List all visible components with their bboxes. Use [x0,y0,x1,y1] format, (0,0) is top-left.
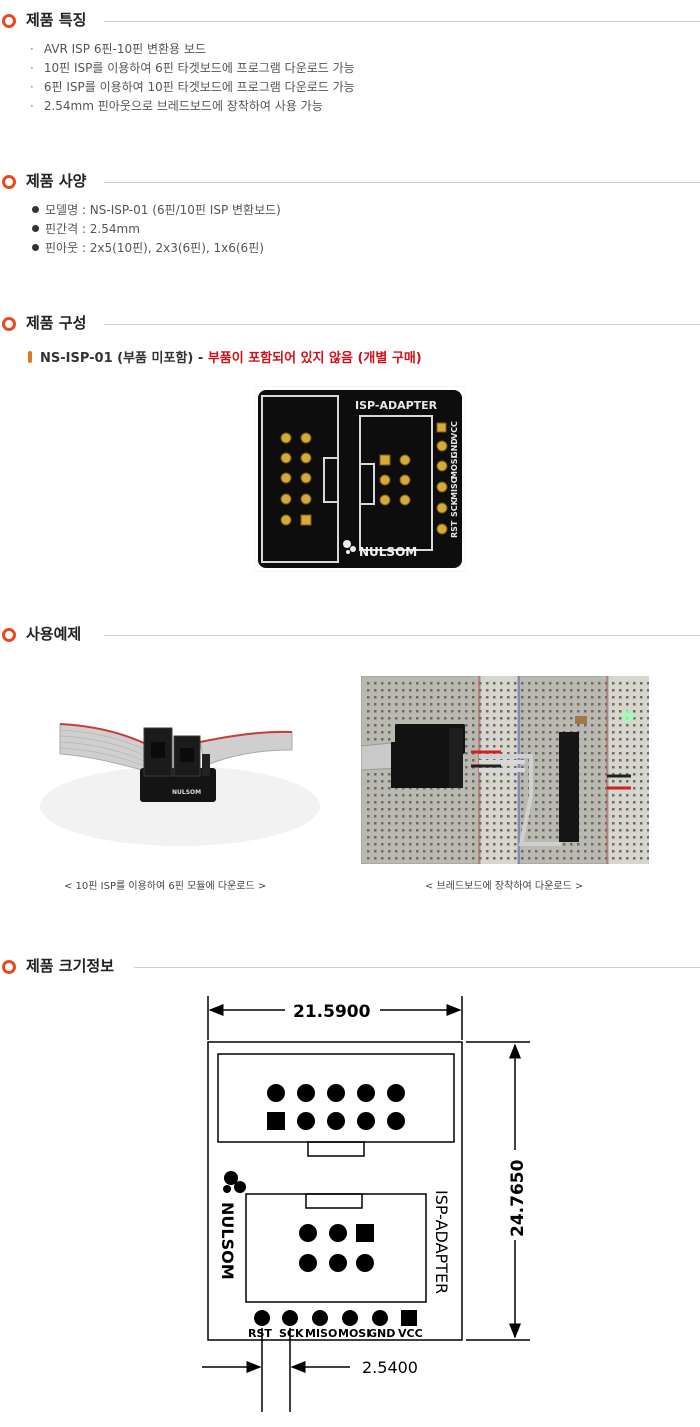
section-title: 제품 사양 [26,172,87,190]
tag-marker-icon [28,351,32,363]
section-header-features: 제품 특징 [0,9,700,33]
composition-item: NS-ISP-01 (부품 미포함) - 부품이 포함되어 있지 않음 (개별 … [28,347,422,366]
svg-text:NULSOM: NULSOM [218,1202,237,1280]
bullet-dot-icon: · [30,99,34,113]
divider [104,635,700,636]
svg-text:SCK: SCK [450,498,459,517]
specs-list: 모델명 : NS-ISP-01 (6핀/10핀 ISP 변환보드) 핀간격 : … [32,201,281,258]
svg-text:NULSOM: NULSOM [359,545,417,559]
list-item: 모델명 : NS-ISP-01 (6핀/10핀 ISP 변환보드) [32,201,281,220]
circle-bullet-icon [2,175,16,189]
divider [104,182,700,183]
divider [134,967,700,968]
section-header-specs: 제품 사양 [0,170,700,194]
bullet-dot-icon: · [30,42,34,56]
bullet-dot-icon: · [30,61,34,75]
bullet-dot-icon [32,244,39,251]
svg-text:MISO: MISO [305,1327,337,1340]
svg-text:GND: GND [368,1327,395,1340]
pin-labels: VCC GND MOSI MISO SCK RST [450,421,459,538]
circle-bullet-icon [2,628,16,642]
board-name-label: ISP-ADAPTER [355,399,438,412]
section-title: 제품 구성 [26,314,87,332]
caption-left: < 10핀 ISP를 이용하여 6핀 모듈에 다운로드 > [64,881,267,892]
list-item: · 10핀 ISP를 이용하여 6핀 타겟보드에 프로그램 다운로드 가능 [30,59,355,78]
pads-10pin [280,432,312,526]
circle-bullet-icon [2,317,16,331]
list-item: 핀아웃 : 2x5(10핀), 2x3(6핀), 1x6(6핀) [32,239,281,258]
divider [104,21,700,22]
svg-text:NULSOM: NULSOM [172,789,201,796]
height-label: 24.7650 [508,1159,528,1237]
bullet-dot-icon: · [30,80,34,94]
svg-text:MOSI: MOSI [338,1327,370,1340]
pads-6pin-drawing [299,1224,374,1272]
board-photo: ISP-ADAPTER VCC GND MOSI MISO SCK RST NU… [254,386,466,572]
pitch-label: 2.5400 [362,1358,418,1377]
pads-6pin [379,454,411,506]
svg-text:VCC: VCC [398,1327,423,1340]
divider [104,324,700,325]
section-title: 제품 크기정보 [26,957,115,975]
section-header-dimensions: 제품 크기정보 [0,955,700,979]
board-name-label: ISP-ADAPTER [432,1190,451,1294]
svg-text:RST: RST [450,520,459,538]
features-list: · AVR ISP 6핀-10핀 변환용 보드 · 10핀 ISP를 이용하여 … [30,40,355,116]
pads-1x6 [436,422,448,535]
pads-1x6-drawing [254,1310,417,1326]
svg-text:VCC: VCC [450,421,459,439]
bullet-dot-icon [32,225,39,232]
svg-text:MOSI: MOSI [450,455,459,479]
pads-10pin-drawing [267,1084,405,1130]
list-item: · AVR ISP 6핀-10핀 변환용 보드 [30,40,355,59]
nulsom-logo: NULSOM [343,540,417,559]
list-item: · 6핀 ISP를 이용하여 10핀 타겟보드에 프로그램 다운로드 가능 [30,78,355,97]
section-title: 제품 특징 [26,11,87,29]
section-header-composition: 제품 구성 [0,312,700,336]
bullet-dot-icon [32,206,39,213]
example-photo-breadboard [361,676,649,864]
example-photo-cable: NULSOM [0,676,340,866]
circle-bullet-icon [2,960,16,974]
svg-text:RST: RST [248,1327,272,1340]
section-header-examples: 사용예제 [0,623,700,647]
circle-bullet-icon [2,14,16,28]
section-title: 사용예제 [26,625,82,643]
svg-text:MISO: MISO [450,476,459,500]
list-item: 핀간격 : 2.54mm [32,220,281,239]
list-item: · 2.54mm 핀아웃으로 브레드보드에 장착하여 사용 가능 [30,97,355,116]
svg-text:GND: GND [450,438,459,458]
nulsom-logo: NULSOM [218,1171,246,1280]
pin-labels-drawing: RST SCK MISO MOSI GND VCC [248,1327,423,1340]
caption-right: < 브레드보드에 장착하여 다운로드 > [425,881,584,892]
width-label: 21.5900 [293,1002,371,1022]
svg-text:SCK: SCK [279,1327,304,1340]
dimension-drawing: 21.5900 NULSOM ISP-ADAPTER RST SCK MISO … [202,996,530,1412]
